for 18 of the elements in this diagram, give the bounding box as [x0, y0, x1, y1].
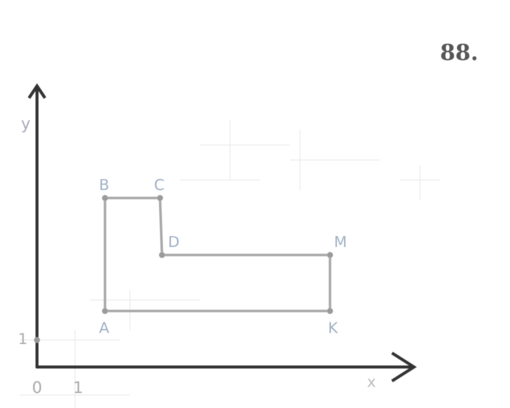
polygon-side [158, 200, 164, 252]
vertex-label: C [154, 178, 164, 193]
polygon-side [108, 310, 327, 312]
tick-label: 0 [32, 380, 42, 396]
polygon-side [165, 254, 327, 256]
tick-label: 1 [73, 380, 84, 396]
vertex-label: D [168, 235, 180, 250]
vertex-label: M [334, 235, 347, 250]
axis-label: x [367, 375, 376, 390]
vertex-label: K [328, 321, 338, 336]
polygon-side [104, 201, 106, 308]
vertex-label: B [99, 178, 110, 193]
problem-number: 88. [440, 42, 478, 64]
polygon-side [328, 258, 332, 308]
polygon-side [108, 196, 157, 200]
vertex-label: A [99, 321, 110, 336]
axis-label: y [21, 116, 30, 132]
tick-label: 1 [18, 332, 28, 347]
